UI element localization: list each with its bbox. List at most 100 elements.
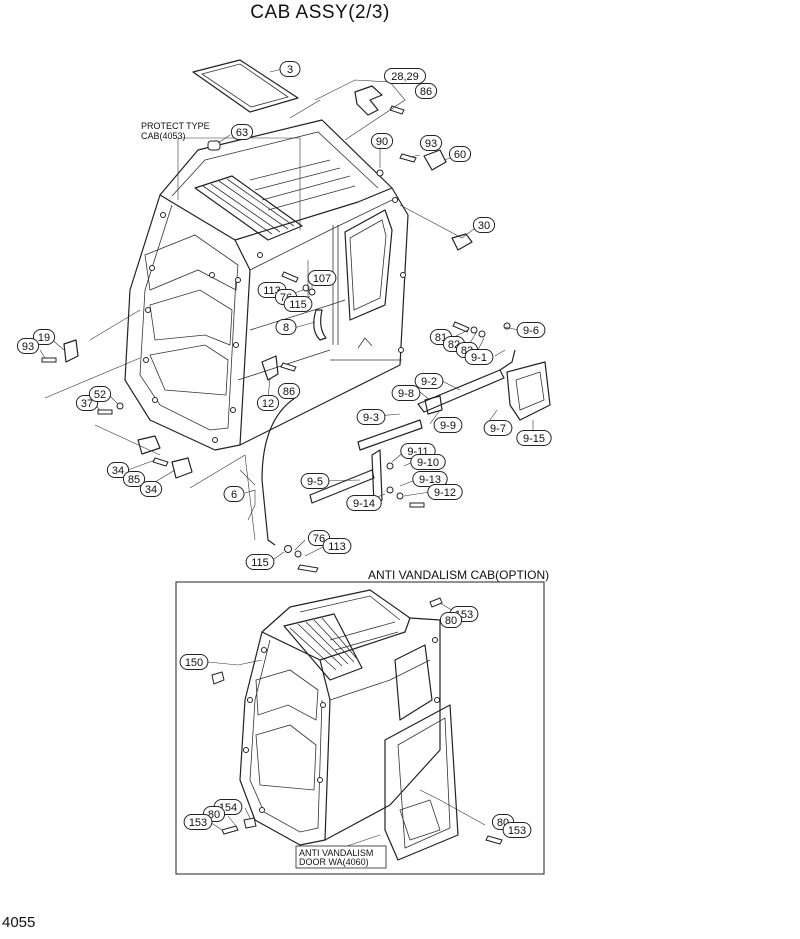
lever-assembly — [309, 322, 551, 506]
callout-19: 19 — [32, 329, 56, 345]
svg-text:9-9: 9-9 — [440, 420, 456, 432]
svg-text:60: 60 — [454, 149, 466, 161]
door-note: ANTI VANDALISM DOOR WA(4060) — [295, 845, 387, 869]
roof-glass-part — [192, 59, 299, 113]
callout-9-3: 9-3 — [356, 409, 386, 425]
bolt-parts — [41, 105, 470, 573]
page-number: 4055 — [2, 914, 36, 931]
svg-text:9-1: 9-1 — [471, 352, 487, 364]
washer-parts — [116, 169, 486, 558]
svg-text:9-12: 9-12 — [434, 487, 456, 499]
svg-text:6: 6 — [231, 489, 237, 501]
callout-63: 63 — [230, 124, 254, 140]
callout-8: 8 — [275, 319, 297, 335]
svg-text:9-3: 9-3 — [363, 412, 379, 424]
svg-text:DOOR WA(4060): DOOR WA(4060) — [299, 857, 369, 867]
svg-text:9-13: 9-13 — [419, 474, 441, 486]
svg-text:93: 93 — [22, 341, 34, 353]
svg-text:85: 85 — [128, 474, 140, 486]
callout-9-10: 9-10 — [410, 454, 446, 470]
svg-text:28,29: 28,29 — [391, 71, 419, 83]
callout-90: 90 — [370, 133, 394, 149]
svg-text:150: 150 — [185, 657, 203, 669]
svg-text:80: 80 — [445, 615, 457, 627]
callout-80: 80 — [439, 612, 463, 628]
svg-text:90: 90 — [376, 136, 388, 148]
callout-9-5: 9-5 — [300, 473, 330, 489]
svg-text:ANTI VANDALISM: ANTI VANDALISM — [299, 848, 373, 858]
svg-text:115: 115 — [251, 557, 269, 569]
callout-113: 113 — [322, 538, 352, 554]
callout-9-6: 9-6 — [516, 322, 546, 338]
svg-text:153: 153 — [508, 825, 526, 837]
latch-part — [423, 149, 447, 171]
stopper-part — [451, 233, 473, 251]
svg-text:63: 63 — [236, 127, 248, 139]
callout-86: 86 — [277, 383, 301, 399]
cap-part — [207, 140, 221, 151]
svg-text:9-2: 9-2 — [421, 376, 437, 388]
svg-text:9-5: 9-5 — [307, 476, 323, 488]
svg-text:93: 93 — [425, 138, 437, 150]
svg-text:30: 30 — [478, 220, 490, 232]
svg-text:19: 19 — [38, 332, 50, 344]
callout-9-13: 9-13 — [412, 471, 448, 487]
callout-9-7: 9-7 — [483, 420, 513, 436]
svg-text:34: 34 — [145, 484, 157, 496]
svg-text:107: 107 — [313, 273, 331, 285]
callout-86: 86 — [414, 83, 438, 99]
callout-9-15: 9-15 — [516, 430, 552, 446]
callout-3: 3 — [279, 61, 301, 77]
callout-107: 107 — [307, 270, 337, 286]
svg-text:113: 113 — [328, 541, 346, 553]
svg-text:8: 8 — [283, 322, 289, 334]
callout-30: 30 — [472, 217, 496, 233]
callout-115: 115 — [283, 296, 313, 312]
svg-text:52: 52 — [94, 389, 106, 401]
callout-6: 6 — [223, 486, 245, 502]
svg-text:9-10: 9-10 — [417, 457, 439, 469]
callout-9-2: 9-2 — [414, 373, 444, 389]
callout-85: 85 — [122, 471, 146, 487]
svg-text:153: 153 — [189, 817, 207, 829]
svg-text:9-7: 9-7 — [490, 423, 506, 435]
callout-93: 93 — [419, 135, 443, 151]
callout-12: 12 — [256, 395, 280, 411]
rubber-part-2 — [171, 457, 193, 479]
svg-text:9-8: 9-8 — [398, 388, 414, 400]
svg-text:34: 34 — [112, 465, 124, 477]
option-box — [175, 581, 545, 875]
callout-150: 150 — [179, 654, 209, 670]
option-cab-frame — [211, 589, 503, 861]
svg-text:76: 76 — [313, 533, 325, 545]
option-leader-lines — [207, 602, 486, 851]
svg-text:86: 86 — [420, 86, 432, 98]
svg-text:12: 12 — [262, 398, 274, 410]
svg-text:9-6: 9-6 — [523, 325, 539, 337]
option-title: ANTI VANDALISM CAB(OPTION) — [368, 568, 549, 582]
bracket-part — [354, 85, 383, 116]
plate-part — [63, 339, 79, 363]
callout-93: 93 — [16, 338, 40, 354]
callout-9-12: 9-12 — [427, 484, 463, 500]
callout-153: 153 — [183, 814, 213, 830]
callout-115: 115 — [245, 554, 275, 570]
callout-9-9: 9-9 — [433, 417, 463, 433]
svg-text:86: 86 — [283, 386, 295, 398]
svg-text:PROTECT TYPE: PROTECT TYPE — [141, 121, 210, 131]
callout-9-8: 9-8 — [391, 385, 421, 401]
page-title: CAB ASSY(2/3) — [250, 2, 390, 23]
svg-text:37: 37 — [81, 398, 93, 410]
svg-text:115: 115 — [289, 299, 307, 311]
main-cab-frame — [124, 119, 409, 451]
svg-text:9-15: 9-15 — [523, 433, 545, 445]
callout-60: 60 — [448, 146, 472, 162]
handle-part — [313, 309, 327, 341]
svg-text:3: 3 — [287, 64, 293, 76]
callout-34: 34 — [106, 462, 130, 478]
callout-28-29: 28,29 — [384, 68, 426, 84]
callout-9-1: 9-1 — [464, 349, 494, 365]
svg-text:CAB(4053): CAB(4053) — [141, 131, 186, 141]
